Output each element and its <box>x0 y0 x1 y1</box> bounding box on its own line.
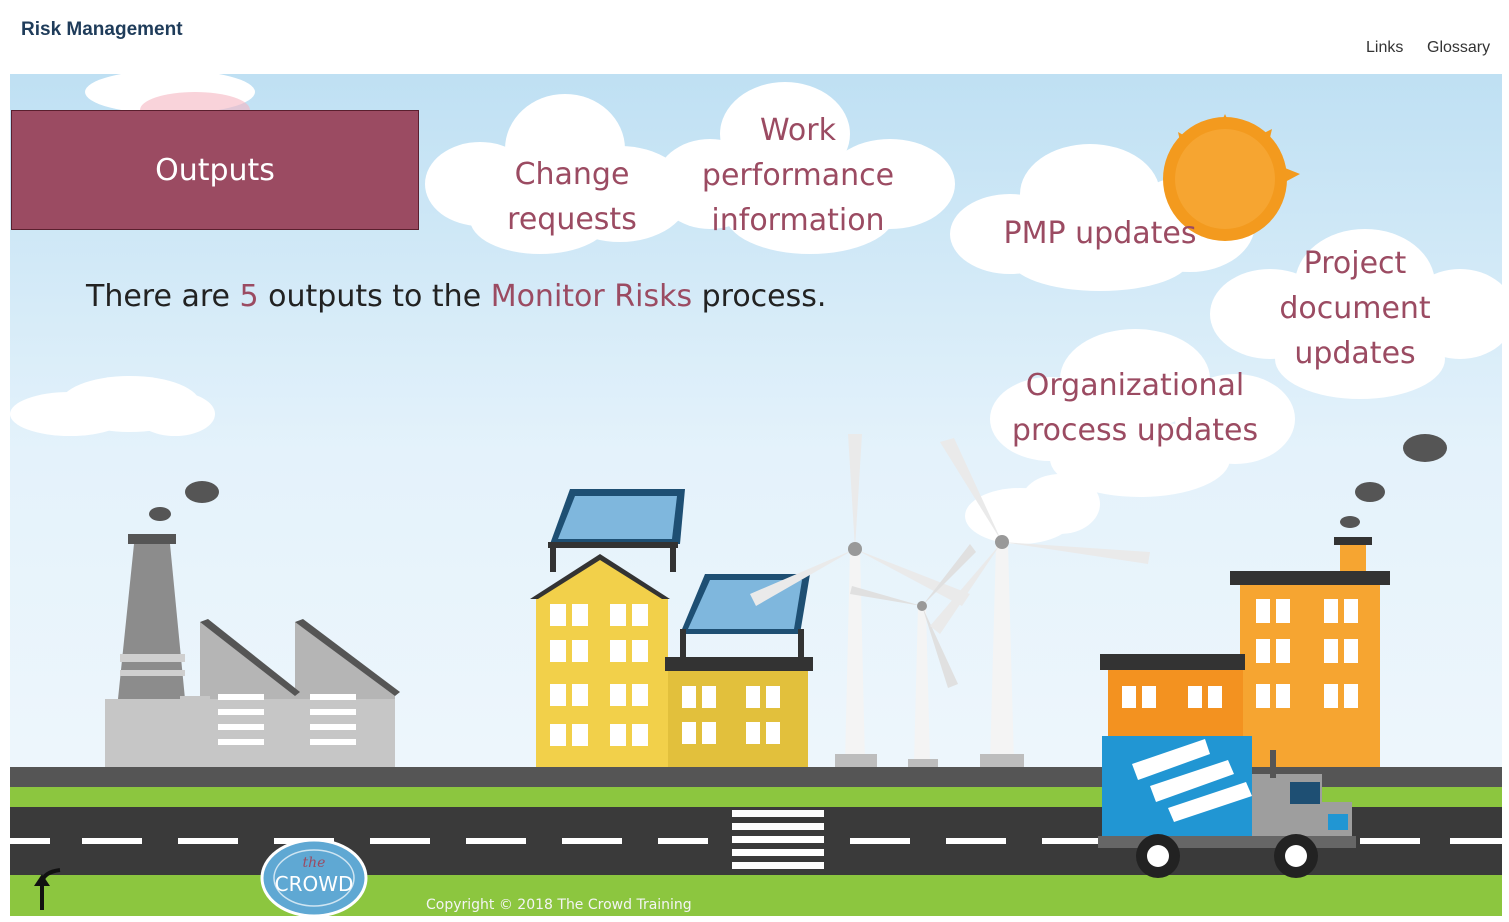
factory <box>105 534 400 776</box>
output-line: document <box>1279 291 1431 326</box>
intro-sentence: There are 5 outputs to the Monitor Risks… <box>86 279 826 314</box>
links-link[interactable]: Links <box>1366 39 1404 56</box>
smoke <box>149 434 1447 528</box>
output-line: Organizational <box>1025 368 1245 403</box>
glossary-link[interactable]: Glossary <box>1427 39 1491 56</box>
intro-prefix: There are <box>86 279 240 314</box>
output-organizational-process-updates[interactable]: Organizational process updates <box>1005 363 1265 453</box>
delivery-truck <box>1098 736 1356 878</box>
outputs-heading-box: Outputs <box>11 110 419 230</box>
back-arrow-icon[interactable] <box>30 864 74 912</box>
app-title: Risk Management <box>21 19 183 40</box>
intro-suffix: process. <box>692 279 827 314</box>
output-pmp-updates[interactable]: PMP updates <box>990 211 1210 256</box>
sun-icon <box>1163 114 1300 241</box>
label-clouds <box>425 82 1502 497</box>
output-line: requests <box>507 202 637 237</box>
output-line: Work <box>760 113 836 148</box>
output-line: Change <box>514 157 630 192</box>
city-illustration <box>10 74 1502 916</box>
output-line: updates <box>1294 336 1416 371</box>
top-bar: Risk Management Links Glossary <box>0 0 1509 74</box>
logo-text: CROWD <box>275 872 354 896</box>
output-project-document-updates[interactable]: Project document updates <box>1265 241 1445 376</box>
road-markings <box>10 810 1502 869</box>
background-clouds <box>10 74 1100 544</box>
output-change-requests[interactable]: Change requests <box>472 152 672 242</box>
output-line: PMP updates <box>1003 216 1197 251</box>
output-line: information <box>711 203 885 238</box>
crowd-logo-icon: the CROWD <box>256 834 376 916</box>
process-name: Monitor Risks <box>490 279 693 314</box>
output-line: process updates <box>1011 413 1259 448</box>
intro-middle: outputs to the <box>258 279 491 314</box>
output-line: Project <box>1303 246 1407 281</box>
slide-stage: Outputs There are 5 outputs to the Monit… <box>10 74 1502 916</box>
output-count: 5 <box>239 279 259 314</box>
grass-bottom <box>10 875 1502 916</box>
output-line: performance <box>701 158 895 193</box>
copyright-text: Copyright © 2018 The Crowd Training <box>426 897 692 913</box>
output-work-performance-information[interactable]: Work performance information <box>688 108 908 243</box>
outputs-heading: Outputs <box>155 152 275 188</box>
solar-buildings <box>530 489 813 777</box>
logo-small-text: the <box>303 855 326 871</box>
